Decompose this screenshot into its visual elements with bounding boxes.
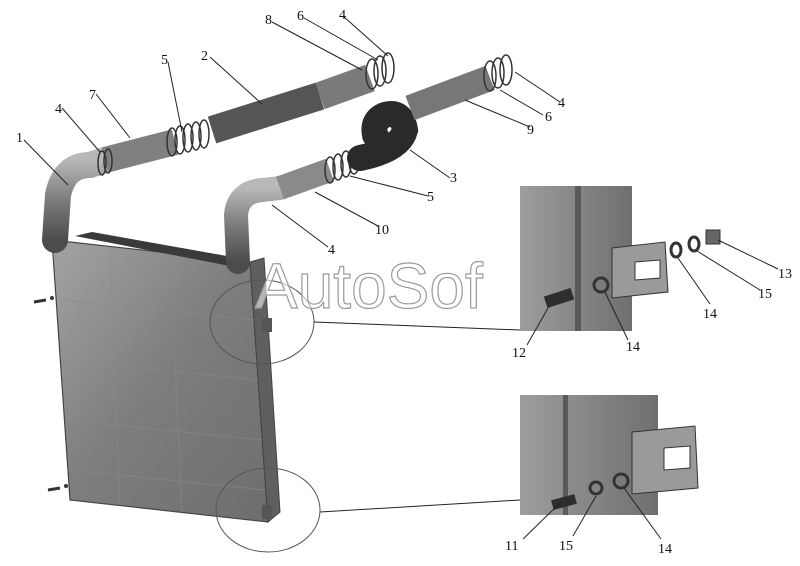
detail-upper-edge	[575, 186, 581, 331]
callout-5-right: 5	[427, 190, 434, 205]
callout-3: 3	[450, 171, 457, 186]
heater-core-top-edge	[75, 232, 238, 266]
hose-8	[315, 64, 375, 110]
clamps-4-left	[97, 148, 113, 176]
left-pipe-assembly	[42, 52, 395, 253]
callout-1: 1	[16, 131, 23, 146]
callout-14-upper-right: 14	[703, 307, 717, 322]
callout-13: 13	[778, 267, 792, 282]
callout-4-top: 4	[339, 8, 346, 23]
detail-link-upper	[313, 321, 521, 331]
detail-circle-lower	[215, 467, 321, 553]
callout-labels: 1 2 3 4 7 5 8 6 4 9 6 4 5 10 4 13 15 14 …	[16, 8, 792, 557]
callout-11: 11	[505, 539, 518, 554]
clamps-6-right	[483, 54, 513, 92]
pipe-10	[275, 158, 335, 200]
callout-4-left: 4	[55, 102, 62, 117]
bracket-left-lower	[262, 505, 272, 519]
callout-12: 12	[512, 346, 526, 361]
callout-15-upper: 15	[758, 287, 772, 302]
callout-14-upper: 14	[626, 340, 640, 355]
callout-14-lower: 14	[658, 542, 672, 557]
leader-lines	[23, 15, 779, 540]
pipe-1	[42, 147, 118, 253]
detail-upper-bracket	[611, 241, 669, 299]
callout-5-top: 5	[161, 53, 168, 68]
callout-6-top: 6	[297, 9, 304, 24]
heater-core	[33, 232, 281, 524]
callout-15-lower: 15	[559, 539, 573, 554]
clamp-springs-5	[166, 119, 210, 157]
detail-upper	[520, 186, 721, 331]
detail-lower-bracket	[631, 425, 699, 495]
hose-9	[405, 65, 495, 121]
detail-lower-edge	[563, 395, 568, 515]
heater-core-texture	[59, 249, 266, 513]
washer-14-upper	[592, 276, 610, 294]
callout-2: 2	[201, 49, 208, 64]
watermark: AutoSof	[255, 250, 483, 322]
hose-3	[347, 101, 419, 171]
detail-lower	[520, 395, 699, 515]
bolt-12	[543, 287, 575, 309]
pipe-right-riser	[223, 176, 292, 274]
callout-7: 7	[89, 88, 96, 103]
bolt-left-upper	[33, 296, 54, 304]
hardware-13-15-14	[669, 229, 721, 259]
washer-14-lower	[612, 472, 630, 490]
callout-9: 9	[527, 123, 534, 138]
detail-link-lower	[319, 499, 521, 513]
callout-4-right: 4	[558, 96, 565, 111]
callout-4-lower: 4	[328, 243, 335, 258]
hose-2	[207, 82, 325, 144]
bracket-left-upper	[262, 318, 272, 332]
clamps-6	[365, 52, 395, 90]
washer-15-lower	[588, 480, 604, 496]
heater-core-side	[249, 257, 281, 524]
callout-6-right: 6	[545, 110, 552, 125]
pipe-7	[101, 129, 179, 173]
right-pipe-assembly	[223, 54, 513, 274]
bolt-left-lower	[47, 484, 68, 492]
callout-10: 10	[375, 223, 389, 238]
callout-8: 8	[265, 13, 272, 28]
